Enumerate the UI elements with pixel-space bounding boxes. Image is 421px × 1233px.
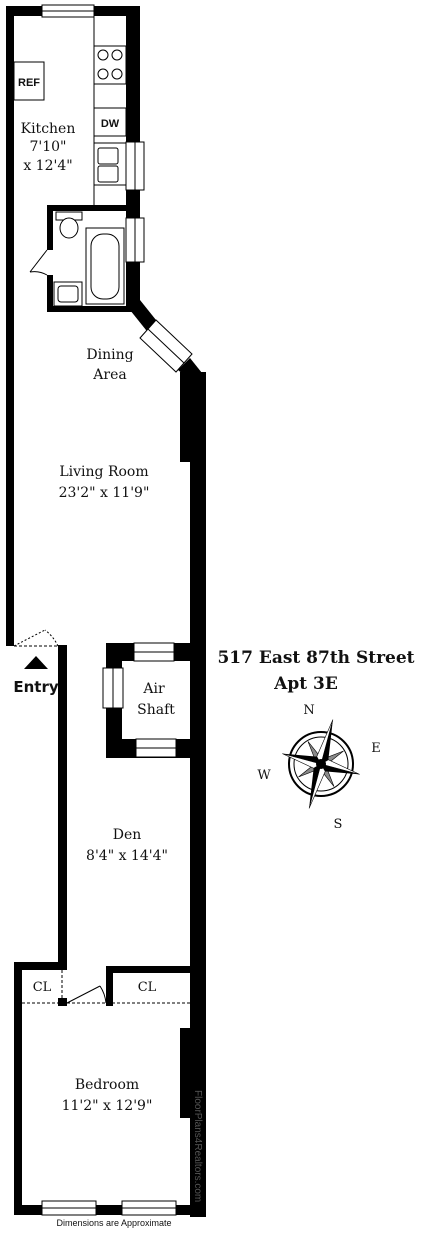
exterior-walls xyxy=(6,6,206,1217)
window-shaft-bottom xyxy=(135,738,177,758)
closet-right-left xyxy=(106,966,113,1006)
compass-w: W xyxy=(257,768,271,783)
closet-walls xyxy=(58,966,196,1006)
footer-note: Dimensions are Approximate xyxy=(56,1218,171,1228)
bathtub xyxy=(85,227,125,305)
wall-bedroom-top-left xyxy=(14,962,64,970)
living-dims: 23'2" x 11'9" xyxy=(59,485,150,501)
windows xyxy=(41,4,193,1216)
kitchen-dim1: 7'10" xyxy=(29,139,66,155)
closet-right-top xyxy=(106,966,196,973)
bath-fixtures xyxy=(53,211,125,307)
window-bath-right xyxy=(125,217,145,263)
door-swings xyxy=(13,249,107,1004)
bath-wall-bottom xyxy=(47,306,137,312)
entry-door xyxy=(13,629,59,647)
entry-arrow-icon xyxy=(24,656,48,669)
bath-sink xyxy=(53,281,83,307)
dining-label-2: Area xyxy=(92,367,126,383)
toilet xyxy=(55,211,83,239)
closet-left-label: CL xyxy=(33,980,52,995)
bath-wall-left-top xyxy=(47,205,53,250)
window-shaft-top xyxy=(133,642,175,662)
wall-left-upper xyxy=(6,6,14,646)
kitchen-fixtures xyxy=(13,16,127,205)
compass-e: E xyxy=(371,741,381,756)
living-name: Living Room xyxy=(59,464,148,480)
dishwasher xyxy=(93,107,127,137)
thresholds xyxy=(14,645,190,1004)
stove xyxy=(93,45,127,85)
wall-bedroom-left xyxy=(14,962,22,1214)
bedroom-name: Bedroom xyxy=(75,1077,139,1093)
bath-wall-top xyxy=(47,205,137,211)
compass-rose-icon xyxy=(282,719,360,809)
address-line-1: 517 East 87th Street xyxy=(217,648,414,668)
bath-door xyxy=(29,249,48,276)
dw-label: DW xyxy=(101,118,120,130)
den-dims: 8'4" x 14'4" xyxy=(86,848,168,864)
window-kitchen-right xyxy=(125,141,145,191)
closet-door xyxy=(66,985,107,1004)
kitchen-name: Kitchen xyxy=(21,121,76,137)
window-kitchen-top xyxy=(41,4,95,18)
window-bedroom-left xyxy=(41,1200,97,1216)
wall-bedroom-pier xyxy=(180,1028,206,1118)
bathroom-walls xyxy=(47,205,137,312)
wall-entry-right xyxy=(58,645,67,970)
compass-n: N xyxy=(303,703,314,718)
wall-bottom xyxy=(14,1205,206,1215)
den-name: Den xyxy=(113,827,142,843)
ref-label: REF xyxy=(18,77,40,89)
address-line-2: Apt 3E xyxy=(273,674,338,694)
closet-left-corner xyxy=(58,998,67,1006)
bedroom-dims: 11'2" x 12'9" xyxy=(62,1098,153,1114)
window-shaft-left xyxy=(102,667,124,709)
credit-watermark: FloorPlans4Realtors.com xyxy=(192,1090,203,1202)
refrigerator xyxy=(13,61,45,101)
kitchen-sink xyxy=(93,142,127,186)
window-bedroom-right xyxy=(121,1200,177,1216)
bath-wall-left-bottom xyxy=(47,275,53,312)
air-shaft-label-2: Shaft xyxy=(137,702,175,718)
entry-label: Entry xyxy=(13,678,58,696)
dining-label-1: Dining xyxy=(86,347,133,363)
closet-right-label: CL xyxy=(138,980,157,995)
wall-right-long xyxy=(190,372,206,1217)
window-dining-bay xyxy=(139,319,193,373)
kitchen-dim2: x 12'4" xyxy=(23,158,72,174)
compass-s: S xyxy=(334,817,343,832)
air-shaft-label-1: Air xyxy=(142,681,165,697)
